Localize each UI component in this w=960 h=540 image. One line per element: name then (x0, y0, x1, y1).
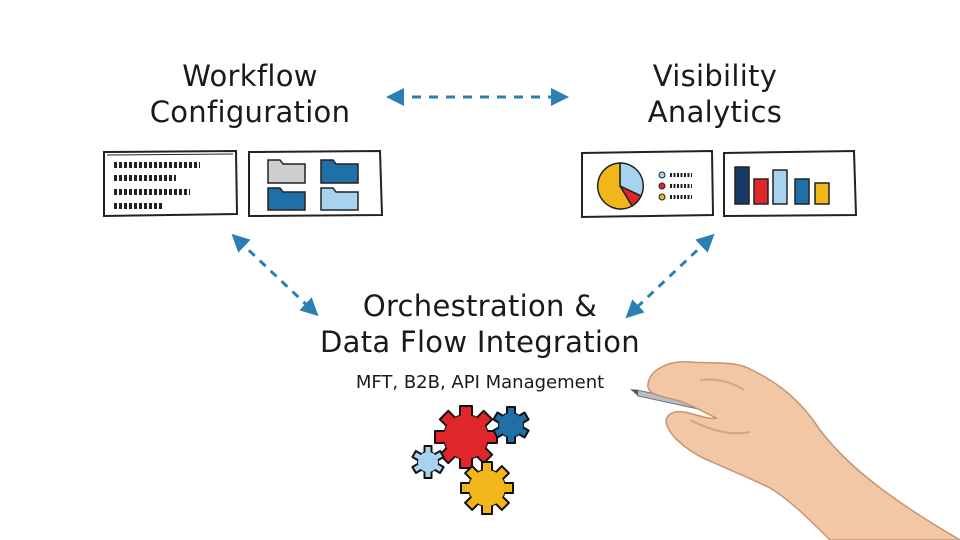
workflow-title: Workflow Configuration (130, 58, 370, 130)
bar-chart-icon (723, 149, 858, 218)
workflow-title-line1: Workflow (182, 59, 318, 93)
hand-with-pen (630, 361, 960, 540)
arrow-workflow-orchestration (231, 233, 319, 317)
pie-chart-icon (581, 149, 715, 219)
arrow-visibility-orchestration (625, 233, 715, 319)
gears-icon (411, 405, 530, 515)
visibility-title-line1: Visibility (652, 59, 778, 93)
orchestration-title-line1: Orchestration & (362, 289, 598, 323)
visibility-title: Visibility Analytics (600, 58, 830, 130)
list-icon (103, 149, 239, 218)
visibility-title-line2: Analytics (647, 95, 783, 129)
folders-icon (248, 149, 384, 218)
orchestration-title-line2: Data Flow Integration (320, 325, 640, 359)
orchestration-title: Orchestration & Data Flow Integration (290, 288, 670, 360)
orchestration-subtitle: MFT, B2B, API Management (355, 372, 605, 393)
workflow-title-line2: Configuration (149, 95, 351, 129)
